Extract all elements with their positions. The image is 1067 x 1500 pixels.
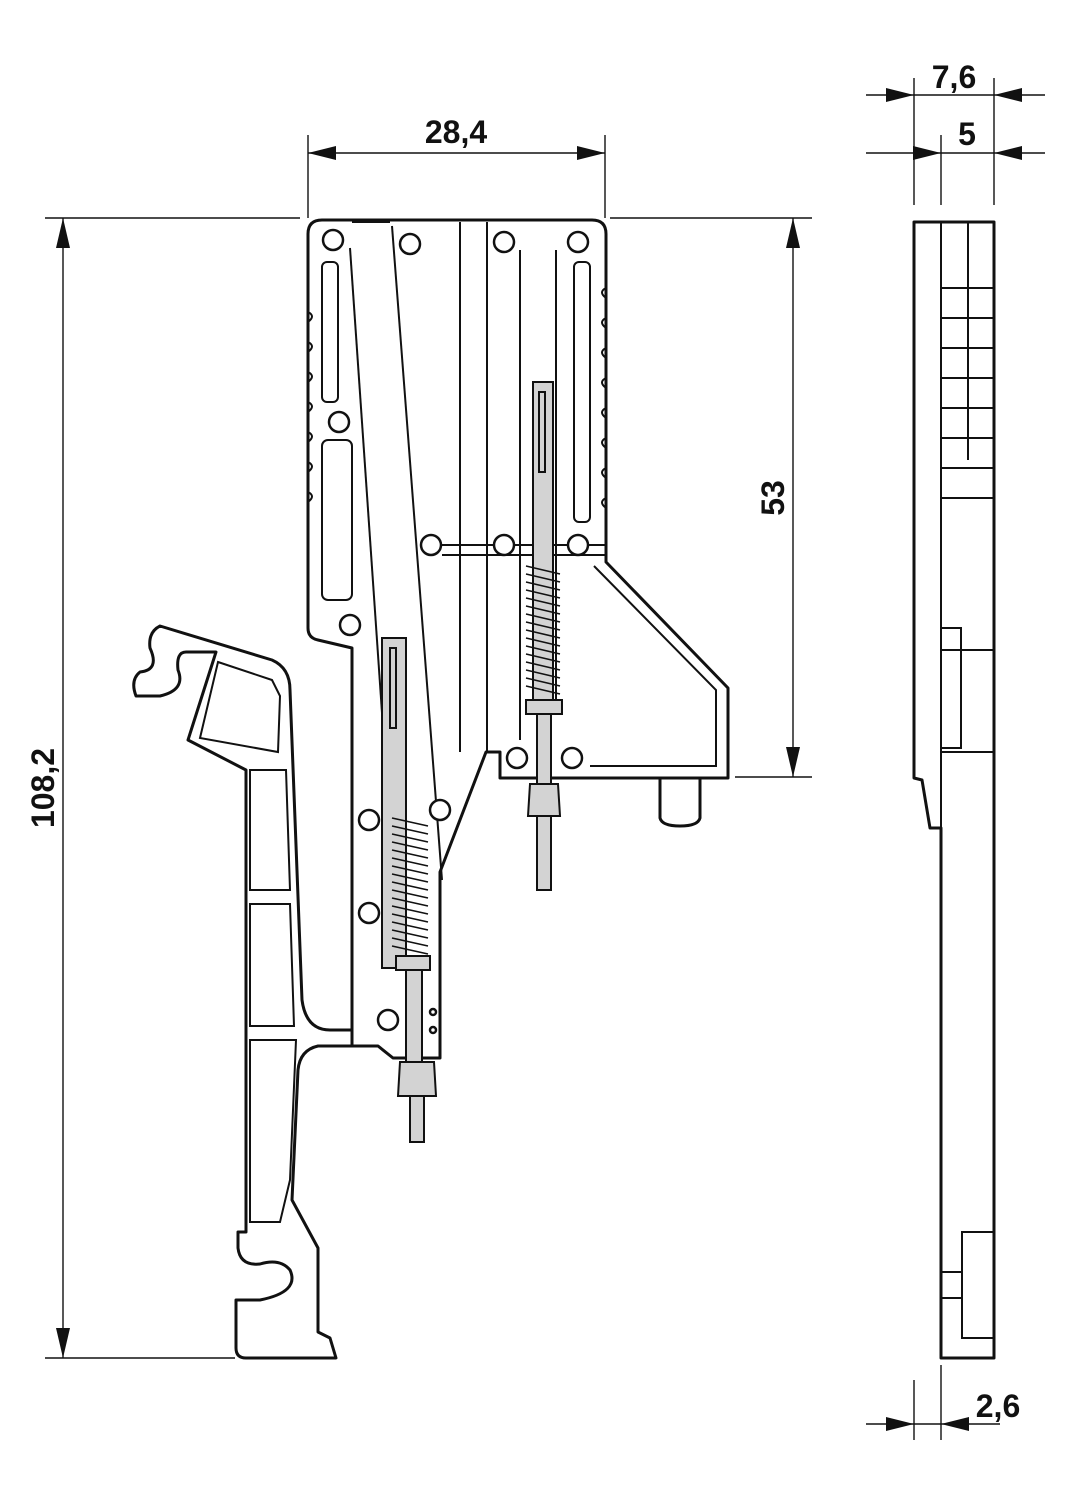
dimension-width-side-total: 7,6 <box>866 59 1045 205</box>
dimension-width-side-bottom: 2,6 <box>866 1365 1020 1440</box>
locating-pin <box>658 776 702 828</box>
grip-ridges-left <box>307 311 313 503</box>
dimension-label-width-side-total: 7,6 <box>932 59 976 95</box>
dimension-width-side-inner: 5 <box>866 116 1045 205</box>
dimension-label-width-front: 28,4 <box>425 114 487 150</box>
dimension-height-total: 108,2 <box>25 217 300 1359</box>
mounting-holes <box>321 228 590 1035</box>
dimension-label-width-side-inner: 5 <box>958 116 976 152</box>
spring-pin-right <box>525 381 563 891</box>
dimension-height-upper: 53 <box>610 217 812 778</box>
front-view-body-outline <box>306 218 730 1060</box>
din-rail-foot <box>132 624 354 1360</box>
grip-ridges-right <box>601 287 607 509</box>
dimension-label-width-side-bottom: 2,6 <box>976 1388 1020 1424</box>
spring-pin-left <box>381 637 438 1143</box>
side-view <box>912 220 996 1360</box>
front-view <box>132 218 730 1360</box>
dimension-label-height-total: 108,2 <box>25 748 61 828</box>
side-view-outline <box>912 220 996 1360</box>
dimension-width-front: 28,4 <box>307 114 606 218</box>
dimension-label-height-upper: 53 <box>755 480 791 516</box>
